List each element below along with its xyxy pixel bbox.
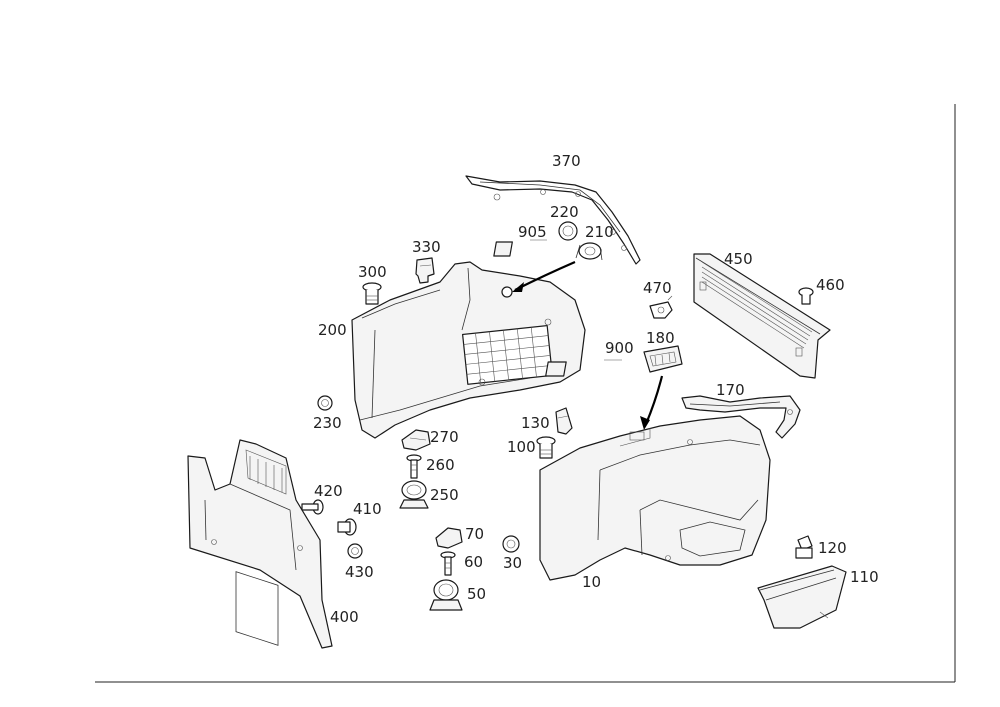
label-30: 30 (503, 554, 522, 572)
label-905: 905 (518, 223, 547, 241)
label-470: 470 (643, 279, 672, 297)
label-330: 330 (412, 238, 441, 256)
part-260-screw[interactable] (406, 454, 422, 479)
part-330-bracket[interactable] (415, 257, 435, 284)
part-180-lamp[interactable] (643, 345, 683, 373)
part-300-clip[interactable] (362, 282, 382, 305)
part-210-clip[interactable] (575, 242, 603, 261)
part-50-tie-down-eye[interactable] (429, 579, 463, 611)
part-460-clip[interactable] (798, 287, 814, 305)
label-100: 100 (507, 438, 536, 456)
part-470-clip[interactable] (649, 295, 673, 319)
label-180: 180 (646, 329, 675, 347)
part-370-upper-trim-strip[interactable] (465, 175, 641, 265)
label-220: 220 (550, 203, 579, 221)
label-50: 50 (467, 585, 486, 603)
part-170-upper-trim[interactable] (681, 395, 801, 439)
label-450: 450 (724, 250, 753, 268)
part-60-screw[interactable] (440, 551, 456, 576)
part-220-grommet[interactable] (558, 221, 578, 241)
label-230: 230 (313, 414, 342, 432)
label-110: 110 (850, 568, 879, 586)
label-250: 250 (430, 486, 459, 504)
part-450-sill-cover[interactable] (693, 253, 831, 379)
part-130-bracket[interactable] (555, 407, 573, 435)
label-430: 430 (345, 563, 374, 581)
label-270: 270 (430, 428, 459, 446)
label-300: 300 (358, 263, 387, 281)
part-905-pad[interactable] (493, 239, 547, 257)
label-400: 400 (330, 608, 359, 626)
part-10-right-side-trim[interactable] (539, 415, 771, 581)
part-270-cover[interactable] (401, 429, 431, 451)
part-30-nut[interactable] (502, 535, 520, 553)
part-230-nut[interactable] (317, 395, 333, 411)
part-200-left-side-panel[interactable] (351, 261, 586, 439)
label-170: 170 (716, 381, 745, 399)
label-210: 210 (585, 223, 614, 241)
part-430-nut[interactable] (347, 543, 363, 559)
part-900-pad[interactable] (545, 359, 622, 377)
label-60: 60 (464, 553, 483, 571)
part-410-nut[interactable] (337, 518, 357, 536)
part-250-tie-down-eye[interactable] (399, 480, 429, 509)
part-420-clip[interactable] (301, 499, 324, 515)
part-120-clip[interactable] (795, 535, 813, 559)
label-120: 120 (818, 539, 847, 557)
label-200: 200 (318, 321, 347, 339)
label-10: 10 (582, 573, 601, 591)
part-70-cover[interactable] (435, 527, 463, 549)
part-400-lower-trim-panel[interactable] (187, 439, 333, 649)
part-100-clip[interactable] (536, 436, 556, 459)
label-410: 410 (353, 500, 382, 518)
label-420: 420 (314, 482, 343, 500)
label-70: 70 (465, 525, 484, 543)
label-900: 900 (605, 339, 634, 357)
label-370: 370 (552, 152, 581, 170)
label-130: 130 (521, 414, 550, 432)
arrow-180-to-side-trim (640, 375, 664, 430)
label-260: 260 (426, 456, 455, 474)
label-460: 460 (816, 276, 845, 294)
part-110-storage-box[interactable] (757, 565, 847, 629)
arrow-210-to-panel (512, 260, 576, 292)
